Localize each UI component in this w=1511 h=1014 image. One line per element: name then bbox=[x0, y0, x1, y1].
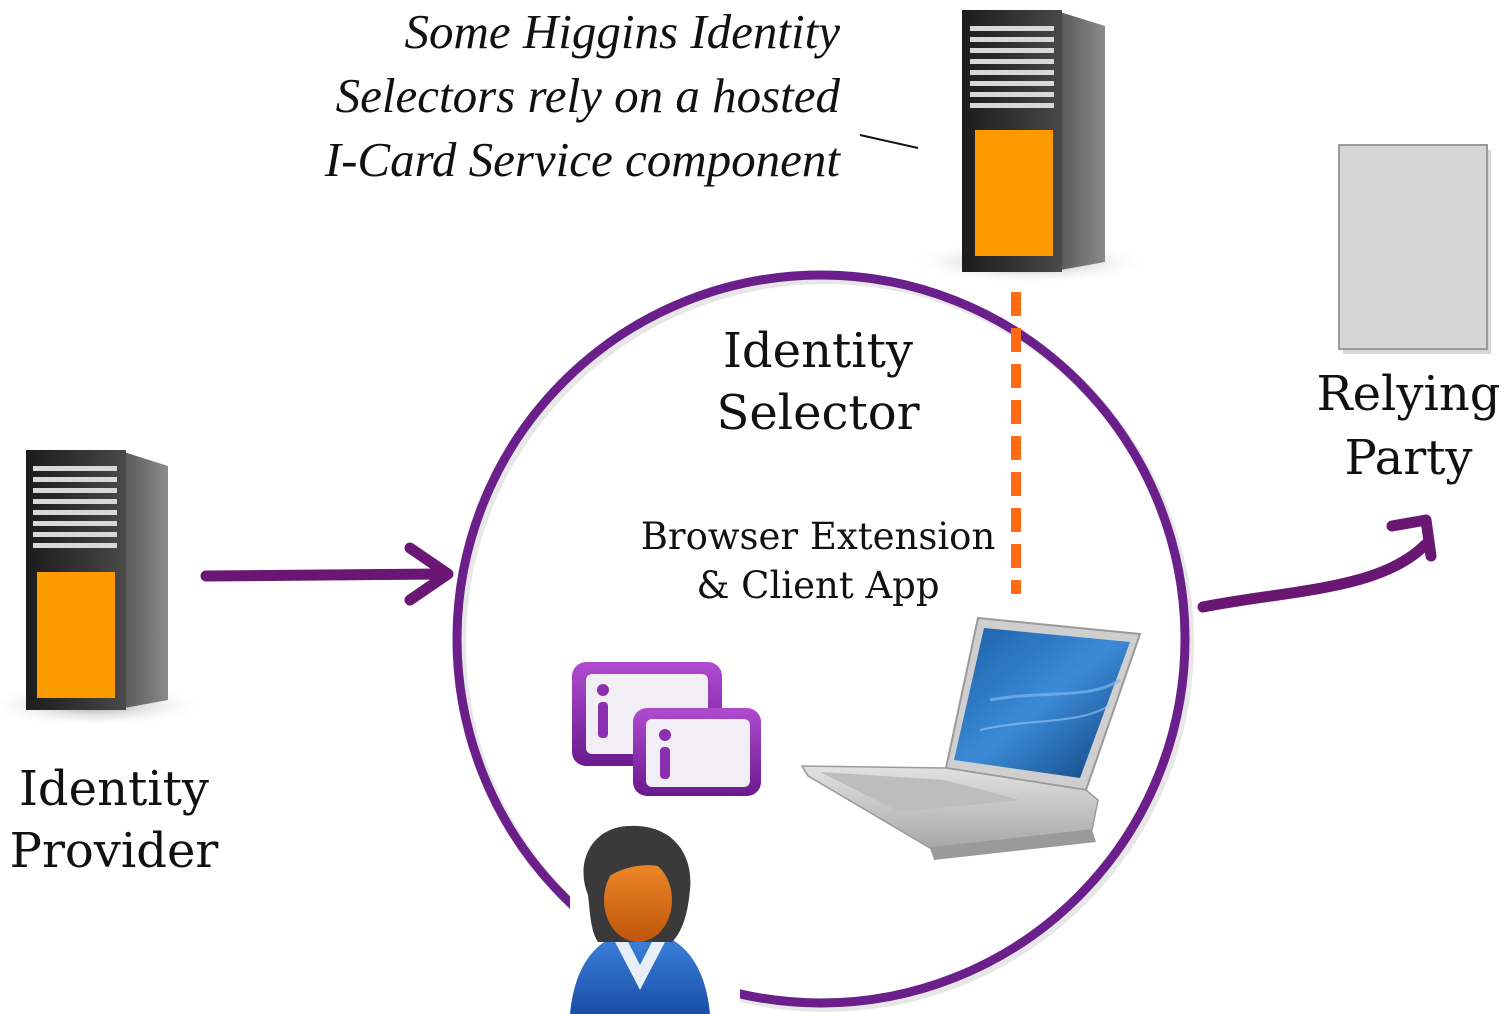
idp-to-selector-arrow bbox=[200, 542, 454, 606]
identity-selector-label: Identity Selector bbox=[698, 320, 938, 444]
browser-extension-label: Browser Extension & Client App bbox=[628, 512, 1008, 610]
identity-selector-line-1: Identity bbox=[722, 323, 914, 379]
identity-provider-line-1: Identity bbox=[18, 761, 210, 817]
relying-party-page-icon bbox=[1338, 144, 1491, 354]
identity-selector-line-2: Selector bbox=[716, 385, 920, 441]
identity-selector-circle bbox=[452, 270, 1194, 1012]
laptop-icon bbox=[800, 616, 1142, 860]
relying-party-line-2: Party bbox=[1344, 430, 1473, 486]
user-icon bbox=[570, 825, 710, 1014]
annotation-leader-line bbox=[859, 134, 919, 149]
selector-to-relying-party-arrow bbox=[1197, 514, 1437, 613]
annotation-line-3: I-Card Service component bbox=[324, 132, 840, 187]
browser-extension-line-2: & Client App bbox=[696, 564, 940, 607]
icard-service-annotation: Some Higgins Identity Selectors rely on … bbox=[250, 0, 840, 192]
relying-party-line-1: Relying bbox=[1316, 366, 1501, 422]
annotation-line-1: Some Higgins Identity bbox=[404, 4, 840, 59]
identity-provider-line-2: Provider bbox=[9, 823, 219, 879]
relying-party-label: Relying Party bbox=[1306, 362, 1511, 490]
annotation-line-2: Selectors rely on a hosted bbox=[335, 68, 840, 123]
identity-provider-server-icon bbox=[0, 450, 205, 727]
browser-extension-line-1: Browser Extension bbox=[640, 515, 996, 558]
identity-cards-icon bbox=[572, 662, 761, 796]
icard-service-server-icon bbox=[910, 10, 1150, 284]
identity-provider-label: Identity Provider bbox=[0, 758, 228, 882]
